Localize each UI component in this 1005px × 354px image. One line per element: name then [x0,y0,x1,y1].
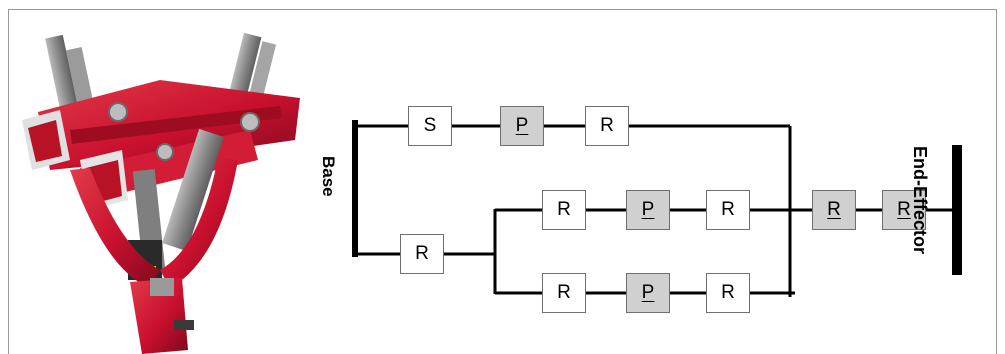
joint-bottom-r1: R [542,273,586,313]
joint-top-r: R [585,106,629,146]
joint-serial-r2-actuated: R [882,190,926,230]
base-bar [352,120,358,257]
joint-bottom-r2: R [706,273,750,313]
frame-border-right [996,9,997,354]
joint-top-p-actuated: P [500,106,544,146]
joint-serial-r1-actuated: R [812,190,856,230]
base-label: Base [319,156,338,197]
joint-middle-r1: R [542,190,586,230]
joint-middle-p-actuated: P [626,190,670,230]
joint-common-r: R [400,234,444,274]
joint-top-s: S [408,106,452,146]
end-effector-label: End-Effector [910,146,930,254]
frame-border-top [8,9,997,10]
end-effector-bar [952,145,962,275]
frame-border-left [8,9,9,354]
robot-render-image [22,32,300,354]
joint-middle-r2: R [706,190,750,230]
joint-bottom-p-actuated: P [626,273,670,313]
